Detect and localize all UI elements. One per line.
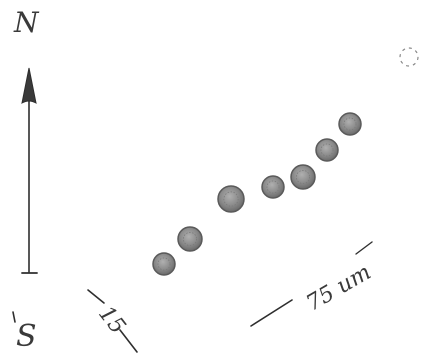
north-label: N <box>13 6 40 39</box>
dot-7 <box>339 113 361 135</box>
long-scale-bar: 75 um <box>251 242 375 326</box>
south-label: S <box>16 319 37 354</box>
north-arrow-icon <box>22 68 36 103</box>
dot-row <box>153 113 361 275</box>
dot-2 <box>178 227 202 251</box>
dot-5 <box>291 165 315 189</box>
dot-4 <box>262 176 284 198</box>
long-scale-label: 75 um <box>302 260 375 317</box>
dot-6 <box>316 139 338 161</box>
dot-3 <box>218 186 244 212</box>
south-tick-mark <box>13 312 15 322</box>
faint-marker-circle <box>400 48 418 66</box>
short-scale-label: 15 <box>93 302 130 339</box>
short-scale-bar: 15 <box>88 290 137 352</box>
dot-1 <box>153 253 175 275</box>
